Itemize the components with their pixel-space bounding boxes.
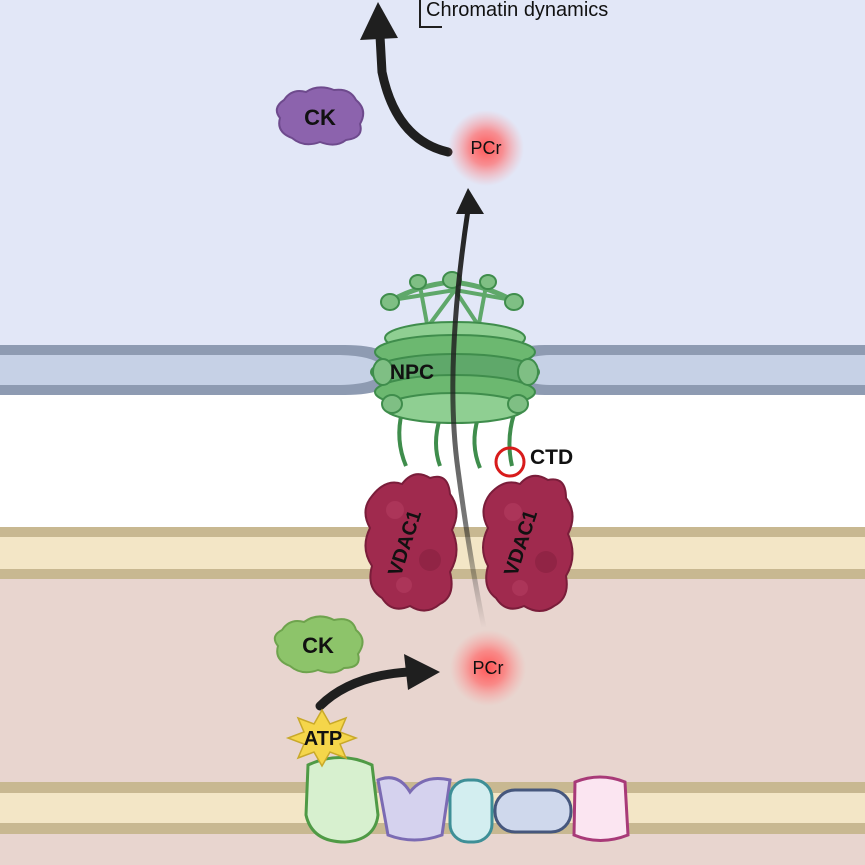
npc	[370, 271, 540, 469]
complex-navy	[493, 788, 573, 834]
ck-mito-label: CK	[302, 633, 334, 658]
chromatin-arrowhead	[360, 2, 398, 40]
chromatin-bracket	[419, 0, 442, 28]
pcr-mito-label: PCr	[473, 658, 504, 678]
ck-nucleus	[275, 86, 365, 146]
pcr-nucleus	[448, 110, 524, 186]
pcr-mito	[450, 630, 526, 706]
pcr-nucleus-label: PCr	[471, 138, 502, 158]
chromatin-label: Chromatin dynamics	[426, 0, 608, 21]
atp-synthase-complex	[304, 756, 380, 844]
ctd-label: CTD	[530, 446, 573, 469]
ctd-marker	[494, 446, 526, 478]
atp-label: ATP	[304, 728, 343, 750]
atp-to-pcr-arrowhead	[404, 654, 440, 690]
chromatin-arrow	[375, 31, 453, 157]
nuclear-envelope	[0, 345, 865, 395]
atp-to-pcr-arrow	[315, 667, 413, 711]
ck-nucleus-label: CK	[304, 105, 336, 130]
pcr-transport-arrowhead	[456, 188, 484, 214]
vdac1-right	[482, 474, 574, 612]
complex-teal	[448, 778, 494, 844]
npc-label: NPC	[390, 361, 434, 384]
complex-purple	[376, 776, 452, 842]
respiratory-complexes	[304, 756, 630, 844]
complex-magenta	[572, 775, 630, 842]
ck-mito	[273, 615, 364, 674]
nucleus-region	[0, 0, 865, 370]
pcr-transport-path	[450, 209, 487, 629]
vdac1-left	[364, 473, 458, 612]
atp-star	[285, 708, 359, 768]
